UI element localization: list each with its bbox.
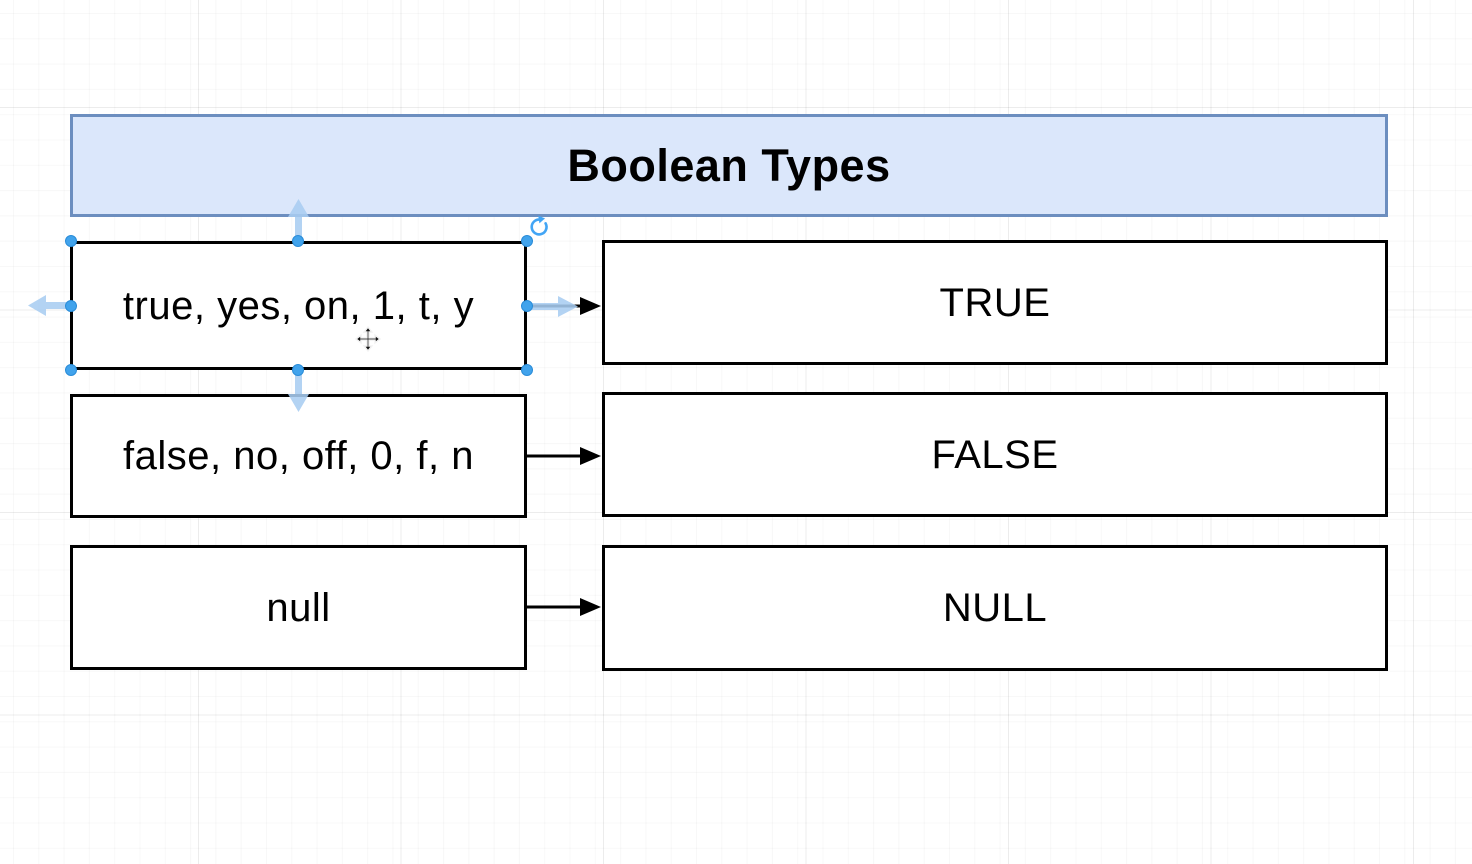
resize-handle-sw[interactable] [65,364,77,376]
node-label: FALSE [931,432,1059,477]
node-label: NULL [942,586,1048,630]
node-label: false, no, off, 0, f, n [123,434,474,478]
arrow-down-icon[interactable] [287,372,310,412]
resize-handle-se[interactable] [521,364,533,376]
node-title[interactable]: Boolean Types [70,114,1388,217]
rotate-icon[interactable] [527,215,551,239]
resize-handle-s[interactable] [292,364,304,376]
node-true-values[interactable]: true, yes, on, 1, t, y [70,241,527,370]
node-null-values[interactable]: null [70,545,527,670]
node-false-result[interactable]: FALSE [602,392,1388,517]
node-label: TRUE [939,280,1051,325]
node-label: true, yes, on, 1, t, y [122,283,475,328]
node-true-result[interactable]: TRUE [602,240,1388,365]
title-label: Boolean Types [567,139,891,191]
connector-false[interactable] [527,447,601,465]
resize-handle-nw[interactable] [65,235,77,247]
node-null-result[interactable]: NULL [602,545,1388,671]
arrow-up-icon[interactable] [287,199,310,241]
arrow-left-icon[interactable] [28,294,66,317]
connector-null[interactable] [527,598,601,616]
node-label: null [266,585,331,630]
arrow-right-icon[interactable] [532,295,578,318]
resize-handle-ne[interactable] [521,235,533,247]
resize-handle-w[interactable] [65,300,77,312]
resize-handle-n[interactable] [292,235,304,247]
node-false-values[interactable]: false, no, off, 0, f, n [70,394,527,518]
resize-handle-e[interactable] [521,300,533,312]
